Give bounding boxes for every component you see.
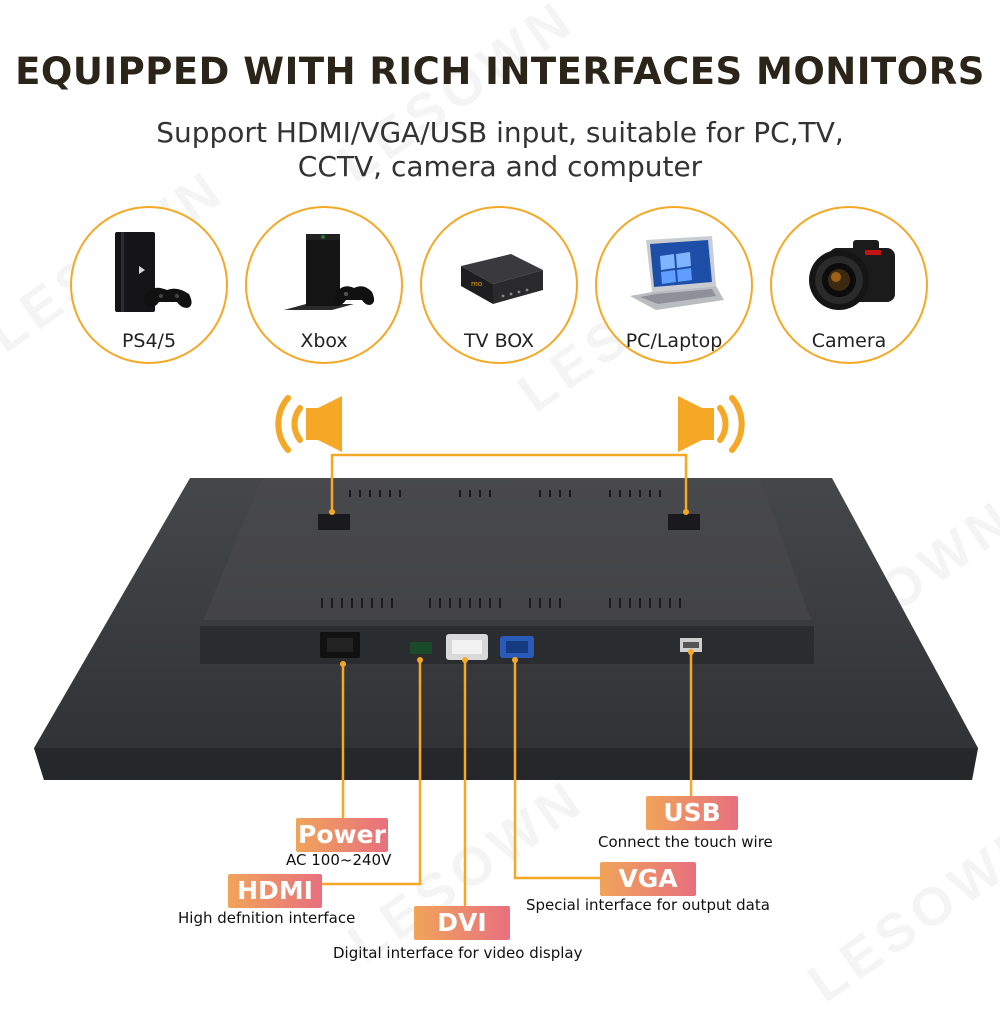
device-label: PC/Laptop — [625, 330, 723, 352]
vga-port — [500, 636, 534, 658]
dvi-callout-label: DVI — [414, 906, 510, 940]
hdmi-description: High defnition interface — [178, 909, 356, 927]
power-port — [320, 632, 360, 658]
speaker-grille-left — [318, 514, 350, 530]
usb-port — [680, 638, 702, 652]
vga-description: Special interface for output data — [526, 896, 770, 914]
tv-box-icon: mo — [461, 254, 543, 304]
xbox-console-icon — [284, 234, 375, 310]
page-title: EQUIPPED WITH RICH INTERFACES MONITORS — [15, 50, 985, 93]
power-description: AC 100~240V — [286, 851, 392, 869]
game-console-icon — [115, 232, 192, 312]
vent-slots — [321, 490, 681, 608]
camera-icon — [809, 240, 895, 310]
device-card-ps: PS4/5 — [70, 206, 228, 364]
device-card-tvbox: mo TV BOX — [420, 206, 578, 364]
power-callout-label: Power — [296, 818, 388, 852]
laptop-icon — [630, 236, 724, 310]
hdmi-port — [410, 642, 432, 654]
device-card-camera: Camera — [770, 206, 928, 364]
monitor-back-panel — [34, 478, 978, 780]
device-label: Camera — [811, 330, 887, 352]
device-label: Xbox — [300, 330, 348, 352]
dvi-description: Digital interface for video display — [333, 944, 583, 962]
subtitle-line-1: Support HDMI/VGA/USB input, suitable for… — [156, 116, 844, 149]
device-card-laptop: PC/Laptop — [595, 206, 753, 364]
connector-dots — [329, 509, 694, 667]
speaker-left-icon — [275, 395, 342, 453]
vga-callout-label: VGA — [600, 862, 696, 896]
svg-text:mo: mo — [471, 280, 482, 288]
speaker-right-icon — [678, 395, 745, 453]
speaker-grille-right — [668, 514, 700, 530]
device-label: PS4/5 — [121, 330, 177, 352]
usb-callout-label: USB — [646, 796, 738, 830]
subtitle-line-2: CCTV, camera and computer — [297, 150, 703, 183]
dvi-port — [446, 634, 488, 660]
device-card-xbox: Xbox — [245, 206, 403, 364]
hdmi-callout-label: HDMI — [228, 874, 322, 908]
device-label: TV BOX — [463, 330, 535, 352]
usb-description: Connect the touch wire — [598, 833, 773, 851]
